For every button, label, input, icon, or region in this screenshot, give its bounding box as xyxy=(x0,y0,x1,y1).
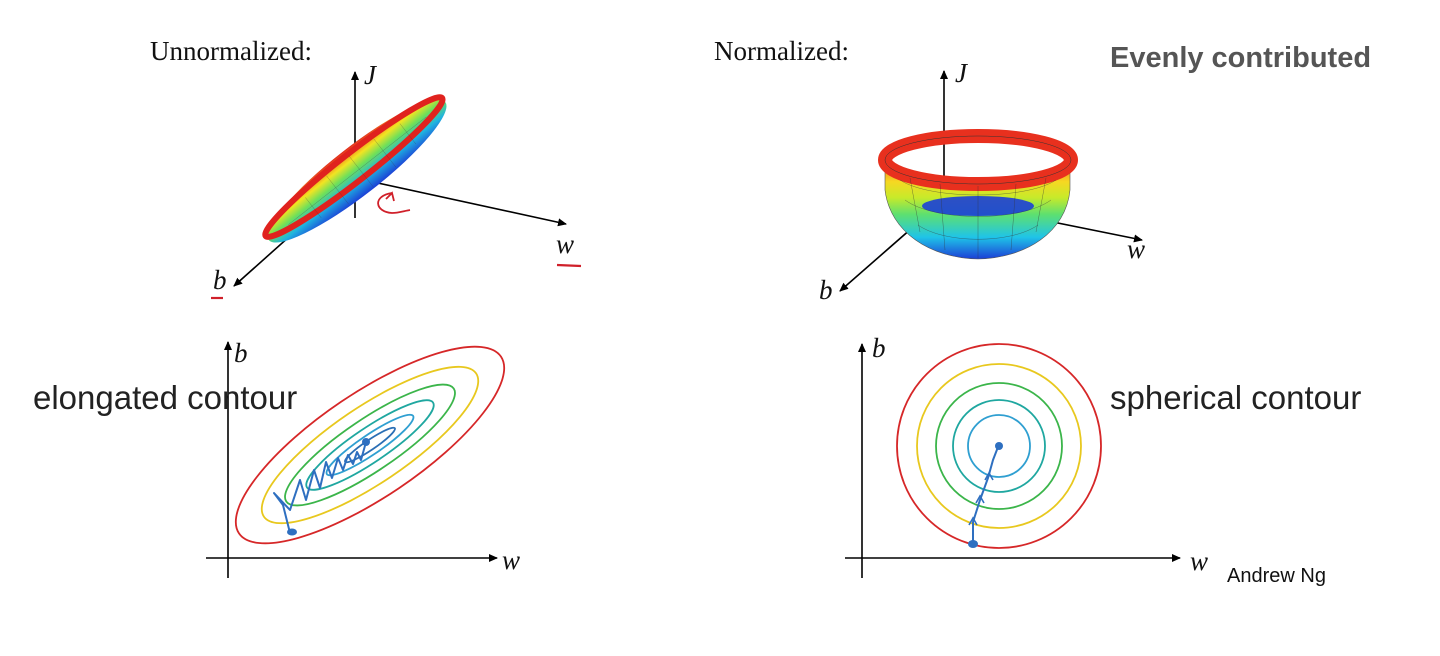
w-axis-label-right-contour: w xyxy=(1190,546,1209,576)
evenly-contributed-heading: Evenly contributed xyxy=(1110,42,1372,74)
contour-ring xyxy=(967,414,1031,478)
b-axis-label-right-contour: b xyxy=(872,333,886,363)
unnormalized-title: Unnormalized: xyxy=(150,36,312,66)
contour-ring xyxy=(305,399,435,491)
b-axis-label-left-contour: b xyxy=(234,338,248,368)
w-axis-label-right-3d: w xyxy=(1127,234,1146,264)
contour-ring xyxy=(260,365,480,525)
elongated-contour-plot xyxy=(206,341,506,578)
spherical-contour-plot xyxy=(845,343,1181,578)
contour-ring xyxy=(284,383,456,507)
round-bowl-surface xyxy=(878,129,1078,260)
normalized-title: Normalized: xyxy=(714,36,849,66)
b-axis-label-left-3d: b xyxy=(213,265,227,295)
elongated-bowl-surface xyxy=(262,94,447,243)
minimum-point xyxy=(362,438,370,446)
w-axis-label-left-3d: w xyxy=(556,229,575,259)
normalized-surface-plot xyxy=(839,70,1143,292)
contour-ring xyxy=(952,399,1046,493)
elongated-contour-caption: elongated contour xyxy=(33,379,298,416)
contour-ring xyxy=(916,363,1082,529)
red-curl-annotation xyxy=(377,192,411,214)
start-point xyxy=(968,540,978,548)
w-axis-left-3d xyxy=(354,177,567,227)
j-axis-label-right: J xyxy=(955,58,967,88)
spherical-contour-caption: spherical contour xyxy=(1110,379,1362,416)
minimum-point xyxy=(995,442,1003,450)
contour-ring xyxy=(935,382,1063,510)
contour-ring xyxy=(234,345,506,545)
b-axis-label-right-3d: b xyxy=(819,275,833,305)
contour-ring xyxy=(325,413,415,477)
start-point xyxy=(287,528,297,536)
w-underline-annotation xyxy=(556,263,582,268)
contour-ring xyxy=(896,343,1102,549)
w-axis-label-left-contour: w xyxy=(502,545,521,575)
author-credit: Andrew Ng xyxy=(1227,565,1326,587)
direct-descent-path xyxy=(972,446,999,543)
unnormalized-surface-plot xyxy=(211,71,582,300)
oscillating-descent-path xyxy=(273,441,367,534)
j-axis-label-left: J xyxy=(364,60,376,90)
